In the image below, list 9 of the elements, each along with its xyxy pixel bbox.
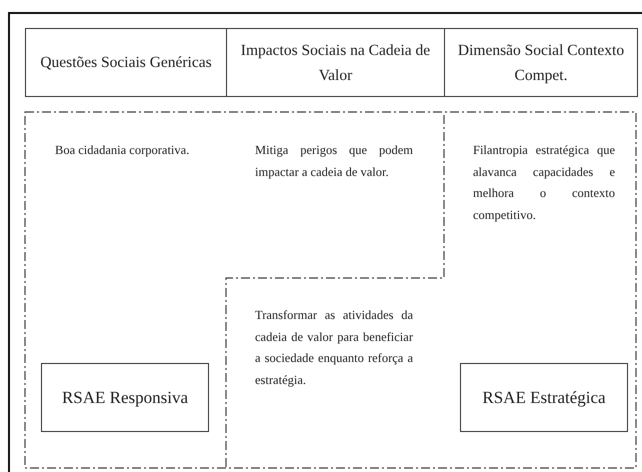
column-header: Dimensão Social Contexto Compet.	[444, 28, 638, 97]
description-text: Boa cidadania corporativa.	[55, 142, 190, 159]
category-box: RSAE Estratégica	[460, 363, 628, 432]
description-text: Mitiga perigos que podem impactar a cadeia de valor.	[255, 142, 413, 181]
column-header: Impactos Sociais na Cadeia de Valor	[226, 28, 445, 97]
category-box: RSAE Responsiva	[41, 363, 209, 432]
description-text: Transformar as atividades da cadeia de valor para beneficiar a sociedade enquanto reforça a estratégia.	[255, 307, 413, 389]
column-header: Questões Sociais Genéricas	[25, 28, 227, 97]
description-text: Filantropia estratégica que alavanca capacidades e melhora o contexto competitivo.	[473, 142, 615, 224]
